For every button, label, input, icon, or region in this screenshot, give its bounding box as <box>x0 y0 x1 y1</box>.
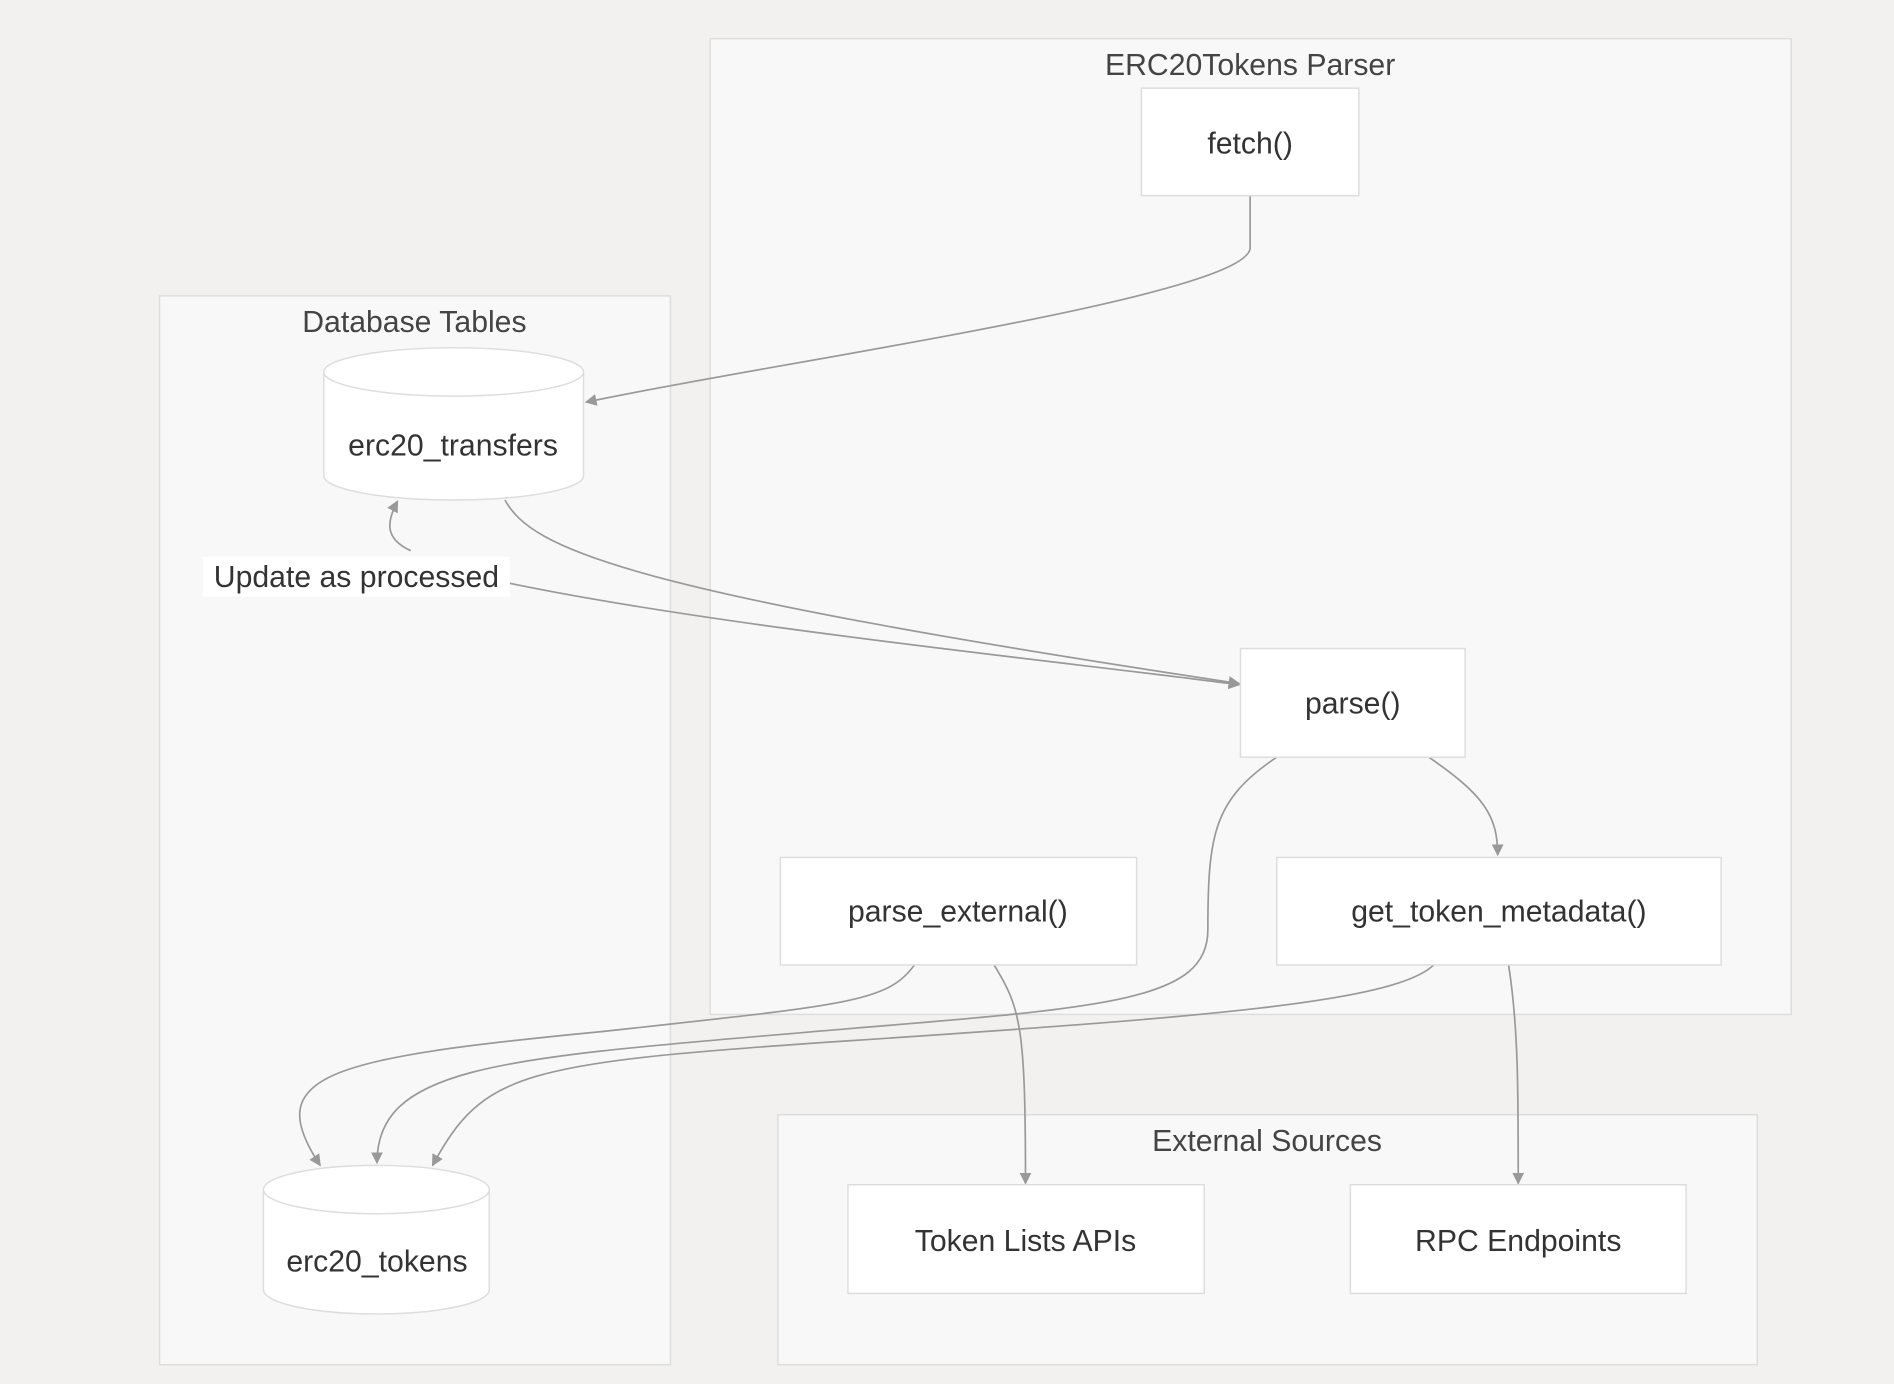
cluster-title: Database Tables <box>302 306 526 339</box>
node-label: RPC Endpoints <box>1415 1225 1621 1258</box>
edge-parse-to-get-token-metadata <box>1428 756 1504 857</box>
edge-update-to-transfers <box>387 500 412 552</box>
edge-fetch-to-transfers <box>584 195 1251 406</box>
edges <box>298 195 1525 1185</box>
node-label: get_token_metadata() <box>1351 895 1646 928</box>
edge-parse-to-tokens <box>371 756 1278 1165</box>
node-get-token-metadata[interactable]: get_token_metadata() <box>1275 856 1722 966</box>
cluster-title: External Sources <box>1152 1125 1382 1158</box>
node-token-lists-apis[interactable]: Token Lists APIs <box>847 1184 1205 1295</box>
edge-transfers-to-parse <box>504 499 1241 688</box>
node-rpc-endpoints[interactable]: RPC Endpoints <box>1349 1184 1687 1295</box>
edge-get-token-metadata-to-rpc <box>1507 964 1525 1185</box>
node-parse[interactable]: parse() <box>1239 647 1466 758</box>
edge-parse-external-to-token-lists <box>993 964 1032 1185</box>
node-label: erc20_tokens <box>286 1246 467 1279</box>
node-erc20-transfers-db[interactable]: erc20_transfers <box>323 347 585 501</box>
node-erc20-tokens-db[interactable]: erc20_tokens <box>262 1164 491 1315</box>
edge-label-text: Update as processed <box>214 561 499 594</box>
cluster-title: ERC20Tokens Parser <box>1105 49 1395 82</box>
node-label: parse() <box>1305 688 1401 721</box>
edge-parse-external-to-tokens <box>298 964 916 1167</box>
node-fetch[interactable]: fetch() <box>1140 87 1360 197</box>
node-label: erc20_transfers <box>348 429 558 462</box>
node-parse-external[interactable]: parse_external() <box>779 856 1138 966</box>
edge-label-update-as-processed: Update as processed <box>203 556 510 597</box>
edge-parse-update <box>509 582 1241 690</box>
node-label: parse_external() <box>848 895 1068 928</box>
edge-get-token-metadata-to-tokens <box>431 964 1435 1167</box>
node-label: fetch() <box>1207 127 1293 160</box>
node-label: Token Lists APIs <box>915 1225 1136 1258</box>
